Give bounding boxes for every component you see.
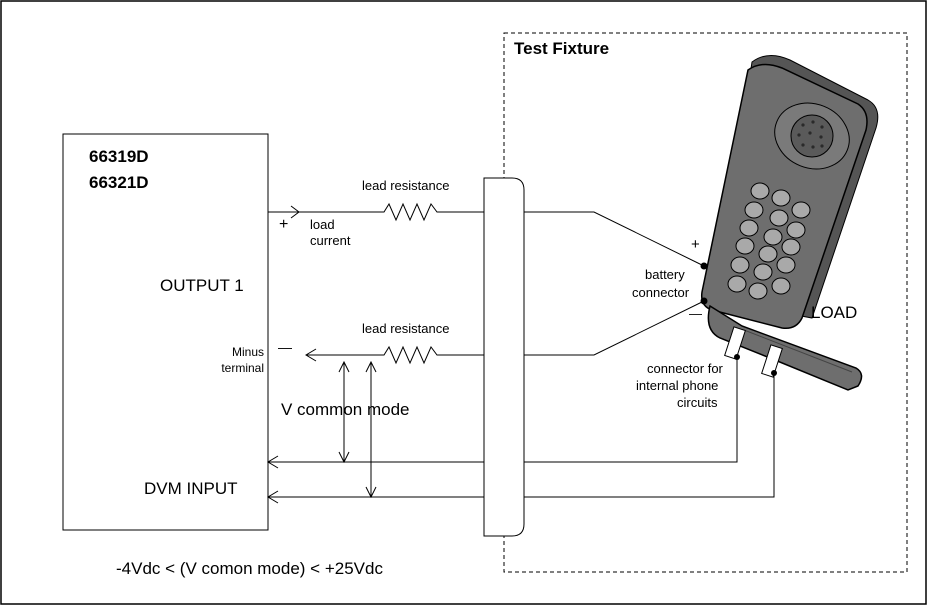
test-fixture-title: Test Fixture: [514, 39, 609, 58]
dvm-input-label: DVM INPUT: [144, 479, 238, 498]
phone-handset-icon: [700, 55, 879, 391]
load-current-arrow: [290, 205, 300, 219]
phone-connector-rects: [724, 326, 783, 378]
connector-label-2: internal phone: [636, 378, 718, 393]
connector-label-1: connector for: [647, 361, 724, 376]
load-current-label-2: current: [310, 233, 351, 248]
load-label: LOAD: [811, 303, 857, 322]
negative-lead-wire: [305, 345, 484, 365]
v-common-mode-label: V common mode: [281, 400, 410, 419]
minus-terminal-label-1: Minus: [232, 345, 264, 359]
lead-resistance-label-top: lead resistance: [362, 178, 449, 193]
common-mode-arrows: [338, 360, 377, 499]
fixture-wiring: [524, 211, 775, 498]
test-fixture-box: [503, 32, 908, 573]
battery-connector-label-2: connector: [632, 285, 690, 300]
battery-minus-sign: —: [689, 306, 702, 321]
model-label-66319d: 66319D: [89, 147, 149, 166]
junction-dots: [700, 262, 777, 376]
output-1-label: OUTPUT 1: [160, 276, 244, 295]
battery-plus-sign: +: [691, 236, 700, 253]
lead-resistance-label-bottom: lead resistance: [362, 321, 449, 336]
model-label-66321d: 66321D: [89, 173, 149, 192]
battery-connector-label-1: battery: [645, 267, 685, 282]
dvm-sense-wires: [267, 455, 484, 504]
common-mode-range-note: -4Vdc < (V comon mode) < +25Vdc: [116, 559, 383, 578]
supply-minus-sign: —: [278, 339, 292, 355]
minus-terminal-label-2: terminal: [221, 361, 264, 375]
connector-label-3: circuits: [677, 395, 718, 410]
supply-plus-sign: +: [279, 216, 288, 233]
fixture-connector-block: [483, 177, 525, 537]
positive-lead-wire: [268, 202, 484, 222]
power-supply-box: [62, 133, 269, 531]
load-current-label-1: load: [310, 217, 335, 232]
